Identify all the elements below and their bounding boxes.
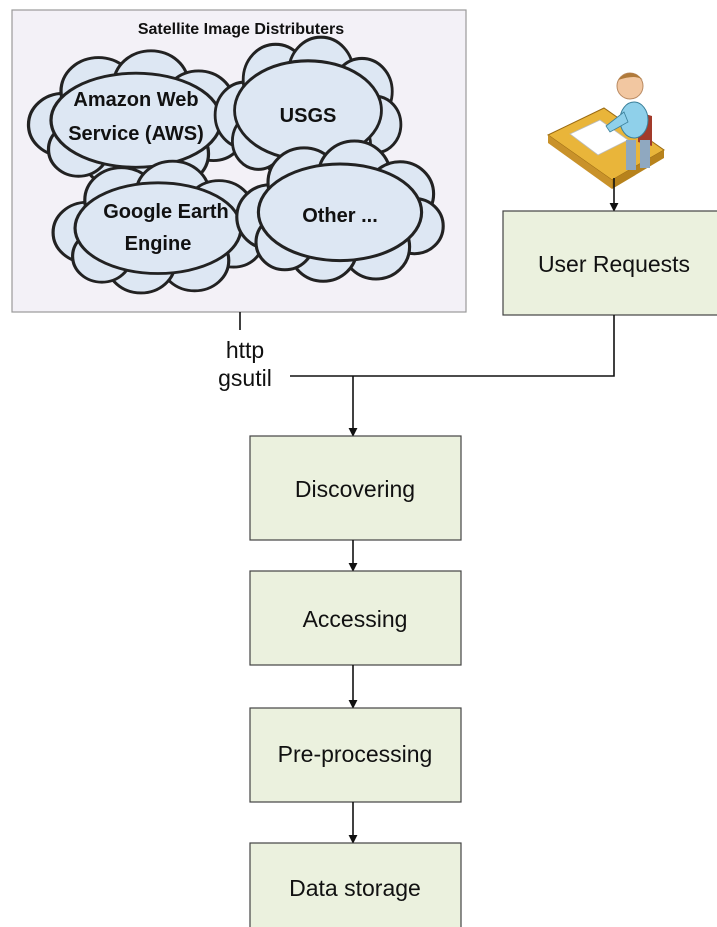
cloud-usgs: USGS <box>213 35 403 183</box>
protocol-gsutil-label: gsutil <box>218 365 272 391</box>
cloud-aws-label-line1: Amazon Web <box>73 89 198 111</box>
distributors-panel: Satellite Image Distributers Amazon Web … <box>11 9 467 313</box>
step-preprocessing-label: Pre-processing <box>278 741 433 767</box>
step-data-storage-label: Data storage <box>289 875 421 901</box>
user-requests-box: User Requests <box>502 210 717 316</box>
cloud-gee-label-line1: Google Earth <box>103 201 229 223</box>
cloud-aws-label-line2: Service (AWS) <box>68 123 204 145</box>
cloud-usgs-label: USGS <box>280 105 337 127</box>
protocol-http-label: http <box>226 337 264 363</box>
step-preprocessing-box: Pre-processing <box>249 707 462 803</box>
step-data-storage-box: Data storage <box>249 842 462 927</box>
cloud-gee-label-line2: Engine <box>125 233 192 255</box>
step-discovering-label: Discovering <box>295 476 415 502</box>
edge-requests-to-merge <box>290 315 615 377</box>
user-at-desk-icon <box>547 72 665 189</box>
cloud-other: Other ... <box>235 139 445 283</box>
step-discovering-box: Discovering <box>249 435 462 541</box>
step-accessing-label: Accessing <box>303 606 408 632</box>
distributors-panel-title: Satellite Image Distributers <box>138 21 344 38</box>
cloud-google-earth-engine: Google Earth Engine <box>51 159 265 295</box>
user-requests-label: User Requests <box>538 251 690 277</box>
step-accessing-box: Accessing <box>249 570 462 666</box>
cloud-aws: Amazon Web Service (AWS) <box>26 49 246 190</box>
cloud-other-label: Other ... <box>302 205 378 227</box>
